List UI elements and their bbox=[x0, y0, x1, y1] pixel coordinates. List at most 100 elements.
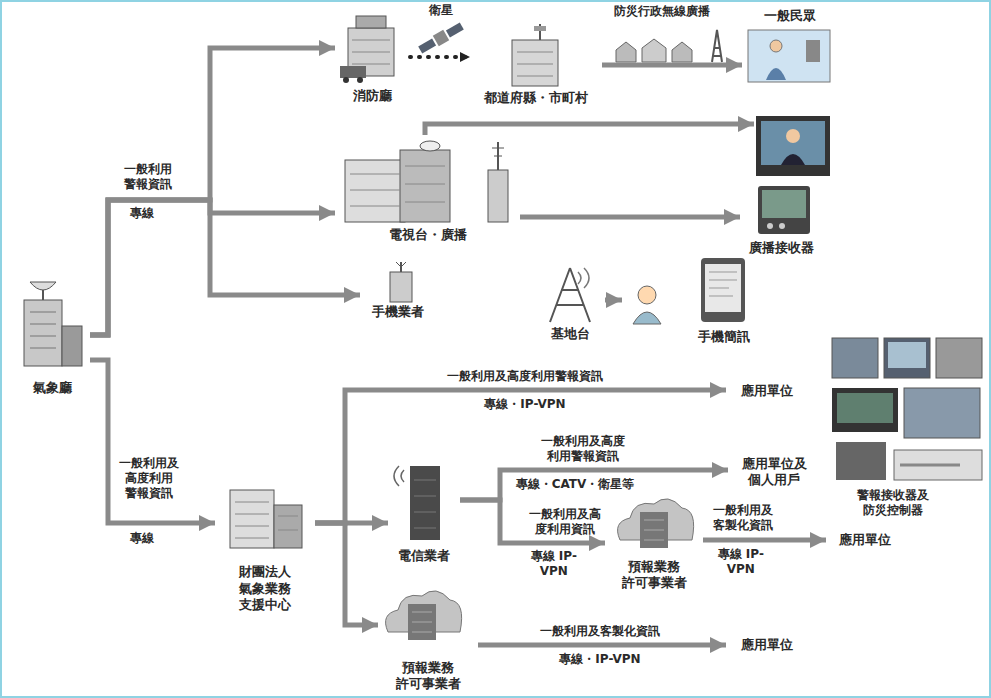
node-box: 預報業務 許可事業者 bbox=[605, 493, 703, 593]
note-label-holder: 專線 bbox=[130, 206, 154, 221]
edge-label: 一般利用及高 度利用資訊 bbox=[528, 507, 602, 537]
connector-arrow bbox=[90, 200, 360, 335]
radio-receiver-picture bbox=[767, 223, 773, 229]
receiver-device-pictures bbox=[884, 338, 930, 378]
connector-arrow bbox=[478, 643, 726, 648]
forecaster-cloud-icon bbox=[412, 612, 432, 632]
edge-label-holder: 衛星 bbox=[429, 3, 453, 18]
radio-receiver-picture bbox=[758, 186, 810, 234]
edge-label-holder: 一般利用 警報資訊 bbox=[122, 162, 175, 192]
node-box: 預報業務 許可事業者 bbox=[378, 582, 478, 694]
edge-label: 一般利用及客製化資訊 bbox=[540, 624, 660, 639]
satellite-icon bbox=[418, 39, 436, 54]
note-label: 專線・CATV・衛星等 bbox=[516, 477, 635, 492]
phone-picture bbox=[705, 264, 741, 312]
edge-label: 一般利用及 客製化資訊 bbox=[712, 503, 774, 533]
node-label: 都道府縣・市町村 bbox=[484, 90, 588, 106]
receiver-device-pictures bbox=[936, 338, 982, 378]
edge-label: 一般利用 警報資訊 bbox=[122, 162, 175, 192]
base-station-icon bbox=[578, 268, 589, 288]
node-box: 應用單位及 個人用戶 bbox=[728, 452, 820, 492]
node-box: 應用單位 bbox=[726, 632, 808, 658]
fire-agency-icon bbox=[340, 66, 366, 78]
node-box: 應用單位 bbox=[826, 527, 904, 553]
houses-and-tower bbox=[616, 30, 722, 62]
broadcaster-icon bbox=[350, 166, 445, 206]
agency-building-icon bbox=[42, 290, 44, 300]
node-label: 基地台 bbox=[551, 326, 590, 342]
mobile-operator-icon bbox=[390, 262, 412, 302]
broadcaster-icon bbox=[488, 170, 508, 222]
telecom-tower-icon bbox=[394, 466, 404, 486]
public-photo bbox=[748, 30, 830, 82]
edge-label: 一般利用及高度利用警報資訊 bbox=[447, 369, 603, 384]
radio-receiver-picture bbox=[762, 190, 806, 218]
foundation-building-icon bbox=[235, 502, 298, 538]
node-label: 預報業務 許可事業者 bbox=[621, 559, 688, 592]
connector-arrow bbox=[315, 390, 726, 523]
agency-building-icon bbox=[30, 282, 56, 290]
fire-agency-icon bbox=[352, 40, 390, 64]
note-label: 專線 IP-VPN bbox=[528, 549, 580, 579]
node-box: 消防廳 bbox=[335, 10, 410, 106]
broadcaster-icon bbox=[420, 141, 440, 151]
foundation-building-icon bbox=[230, 490, 302, 548]
satellite-icon bbox=[417, 21, 465, 55]
broadcaster-icon bbox=[345, 160, 405, 222]
node-label: 手機業者 bbox=[372, 304, 424, 320]
forecaster-cloud-icon bbox=[386, 591, 462, 640]
satellite-icon bbox=[446, 23, 464, 38]
node-label: 應用單位 bbox=[741, 637, 793, 653]
agency-building-icon bbox=[62, 326, 82, 366]
connector-arrow bbox=[520, 215, 740, 220]
tv-arrow bbox=[425, 124, 754, 135]
node-box: 手機簡訊 bbox=[622, 255, 755, 347]
person-icon bbox=[633, 312, 661, 324]
edge-label: 一般利用及高度 利用警報資訊 bbox=[540, 434, 626, 464]
node-label: 氣象廳 bbox=[33, 380, 72, 396]
receiver-device-pictures bbox=[832, 388, 898, 432]
prefecture-building-icon bbox=[534, 26, 546, 31]
note-label: 專線・IP-VPN bbox=[559, 652, 640, 667]
edge-label-holder: 一般利用及高 度利用資訊 bbox=[528, 507, 602, 537]
foundation-building-icon bbox=[230, 490, 274, 548]
agency-building-icon bbox=[24, 300, 62, 366]
node-label: 廣播接收器 bbox=[749, 240, 814, 256]
phone-picture bbox=[709, 272, 737, 296]
public-photo bbox=[806, 40, 820, 62]
node-label: 一般民眾 bbox=[764, 8, 816, 24]
node-label: 電視台・廣播 bbox=[389, 227, 467, 243]
person-icon bbox=[633, 286, 661, 324]
receiver-device-pictures bbox=[904, 388, 980, 438]
edge-label: 防災行政無線廣播 bbox=[614, 4, 710, 19]
fire-agency-icon bbox=[340, 16, 394, 83]
node-box: 廣播接收器 bbox=[740, 182, 822, 258]
foundation-building-icon bbox=[274, 505, 302, 548]
edge-label-holder: 一般利用及 高度利用 警報資訊 bbox=[118, 456, 180, 501]
prefecture-building-icon bbox=[512, 24, 558, 86]
receiver-device-pictures bbox=[894, 450, 982, 480]
tv-screen-picture bbox=[786, 129, 800, 143]
radio-receiver-picture bbox=[758, 186, 810, 234]
node-label: 電信業者 bbox=[398, 548, 450, 564]
broadcaster-icon bbox=[492, 148, 504, 156]
fire-agency-icon bbox=[357, 77, 363, 83]
node-box: 手機業者 bbox=[360, 258, 435, 322]
node-box: 都道府縣・市町村 bbox=[470, 22, 602, 108]
forecaster-cloud-icon bbox=[618, 499, 694, 548]
public-photo bbox=[766, 68, 786, 80]
prefecture-building-icon bbox=[517, 52, 553, 76]
public-photo bbox=[770, 40, 782, 52]
edge-label-holder: 一般利用及高度利用警報資訊 bbox=[447, 369, 603, 384]
note-label-holder: 專線・CATV・衛星等 bbox=[516, 477, 635, 492]
satellite-icon bbox=[433, 30, 449, 46]
telecom-tower-icon bbox=[410, 466, 440, 540]
telecom-tower-icon bbox=[414, 480, 436, 528]
node-box: 電信業者 bbox=[388, 452, 460, 566]
connector-arrow bbox=[703, 538, 826, 543]
node-box: 氣象廳 bbox=[15, 270, 90, 398]
prefecture-building-icon bbox=[512, 40, 558, 86]
phone-picture bbox=[701, 258, 745, 322]
